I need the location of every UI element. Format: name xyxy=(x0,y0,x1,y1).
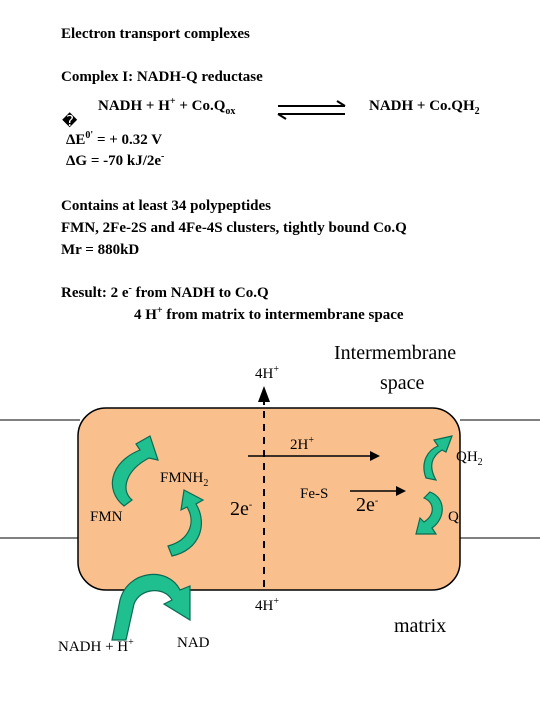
result-label-tail: from NADH to Co.Q xyxy=(131,285,269,301)
bottom-proton-sup: + xyxy=(273,596,279,607)
reaction-right-text: NADH + Co.QH xyxy=(369,98,475,114)
curved-arrow-nadh xyxy=(111,573,191,641)
curved-arrow-qh2 xyxy=(423,435,453,481)
qh2-label: QH2 xyxy=(456,448,483,468)
result-line-2: 4 H+ from matrix to intermembrane space xyxy=(134,306,404,324)
delta-g-sup: - xyxy=(161,151,165,162)
bottom-proton-label: 4H+ xyxy=(255,597,279,615)
qh2-sub: 2 xyxy=(477,457,483,468)
mid-proton-text: 2H xyxy=(290,437,309,453)
top-proton-text: 4H xyxy=(255,366,274,382)
nad-label: NAD xyxy=(177,635,210,651)
electron-arrow-fes-head xyxy=(396,486,406,496)
curved-arrow-q xyxy=(415,491,443,535)
reaction-left-b-sub: ox xyxy=(225,106,236,117)
curved-arrow-fmn-fmnh2 xyxy=(167,489,205,557)
fes-label: Fe-S xyxy=(300,486,329,502)
electron-left-sup: - xyxy=(248,499,253,511)
delta-e-value: = + 0.32 V xyxy=(93,132,163,148)
q-label: Q xyxy=(448,509,459,525)
delta-e-sup: 0' xyxy=(85,130,94,141)
delta-symbol-g: Δ xyxy=(66,153,76,169)
proton-arrow-2h-head xyxy=(370,451,380,461)
reaction-right: NADH + Co.QH2 xyxy=(369,97,480,117)
electron-right-sup: - xyxy=(374,495,379,507)
nadh-text: NADH + H xyxy=(58,639,129,655)
reaction-right-sub: 2 xyxy=(474,106,480,117)
result-proton-tail: from matrix to intermembrane space xyxy=(162,307,404,323)
curved-arrow-fmnh2-fmn xyxy=(111,435,159,507)
fmn-label: FMN xyxy=(90,509,123,525)
electron-right-label: 2e- xyxy=(356,494,379,516)
delta-g-text: G = -70 kJ/2e xyxy=(75,153,162,169)
matrix-label: matrix xyxy=(394,615,447,637)
missing-glyph-icon: � xyxy=(62,112,78,130)
delta-e-line: ΔE0' = + 0.32 V xyxy=(66,131,162,149)
complex-body xyxy=(77,407,461,591)
page-title: Electron transport complexes xyxy=(61,26,250,42)
result-label: Result: 2 e xyxy=(61,285,129,301)
result-label-sup: - xyxy=(128,283,132,294)
mid-proton-label: 2H+ xyxy=(290,436,314,454)
top-proton-sup: + xyxy=(273,364,279,375)
property-clusters: FMN, 2Fe-2S and 4Fe-4S clusters, tightly… xyxy=(61,220,407,236)
delta-e-label: E xyxy=(75,132,86,148)
nadh-label: NADH + H+ xyxy=(58,638,134,656)
reaction-left: NADH + H+ + Co.Qox xyxy=(98,96,236,117)
space-label: space xyxy=(380,372,425,394)
result-proton: 4 H xyxy=(134,307,157,323)
qh2-text: QH xyxy=(456,449,478,465)
complex-name: Complex I: NADH-Q reductase xyxy=(61,69,263,85)
top-proton-label: 4H+ xyxy=(255,365,279,383)
result-line-1: Result: 2 e- from NADH to Co.Q xyxy=(61,284,269,302)
nadh-sup: + xyxy=(128,637,134,648)
fmnh2-label: FMNH2 xyxy=(160,469,209,489)
proton-channel-arrowhead xyxy=(258,386,270,402)
reaction-left-b: + Co.Q xyxy=(175,98,226,114)
delta-symbol-e: Δ xyxy=(66,132,76,148)
electron-left-text: 2e xyxy=(230,498,249,520)
delta-g-line: ΔG = -70 kJ/2e- xyxy=(66,152,164,170)
mid-proton-sup: + xyxy=(308,435,314,446)
fmnh2-sub: 2 xyxy=(203,478,209,489)
electron-left-label: 2e- xyxy=(230,498,253,520)
property-mass: Mr = 880kD xyxy=(61,242,140,258)
electron-right-text: 2e xyxy=(356,494,375,516)
reaction-left-a: NADH + H xyxy=(98,98,170,114)
fmnh2-text: FMNH xyxy=(160,470,204,486)
result-proton-sup: + xyxy=(156,305,163,316)
property-polypeptides: Contains at least 34 polypeptides xyxy=(61,198,272,214)
reaction-left-a-sup: + xyxy=(169,96,176,107)
intermembrane-label: Intermembrane xyxy=(334,342,457,364)
bottom-proton-text: 4H xyxy=(255,598,274,614)
